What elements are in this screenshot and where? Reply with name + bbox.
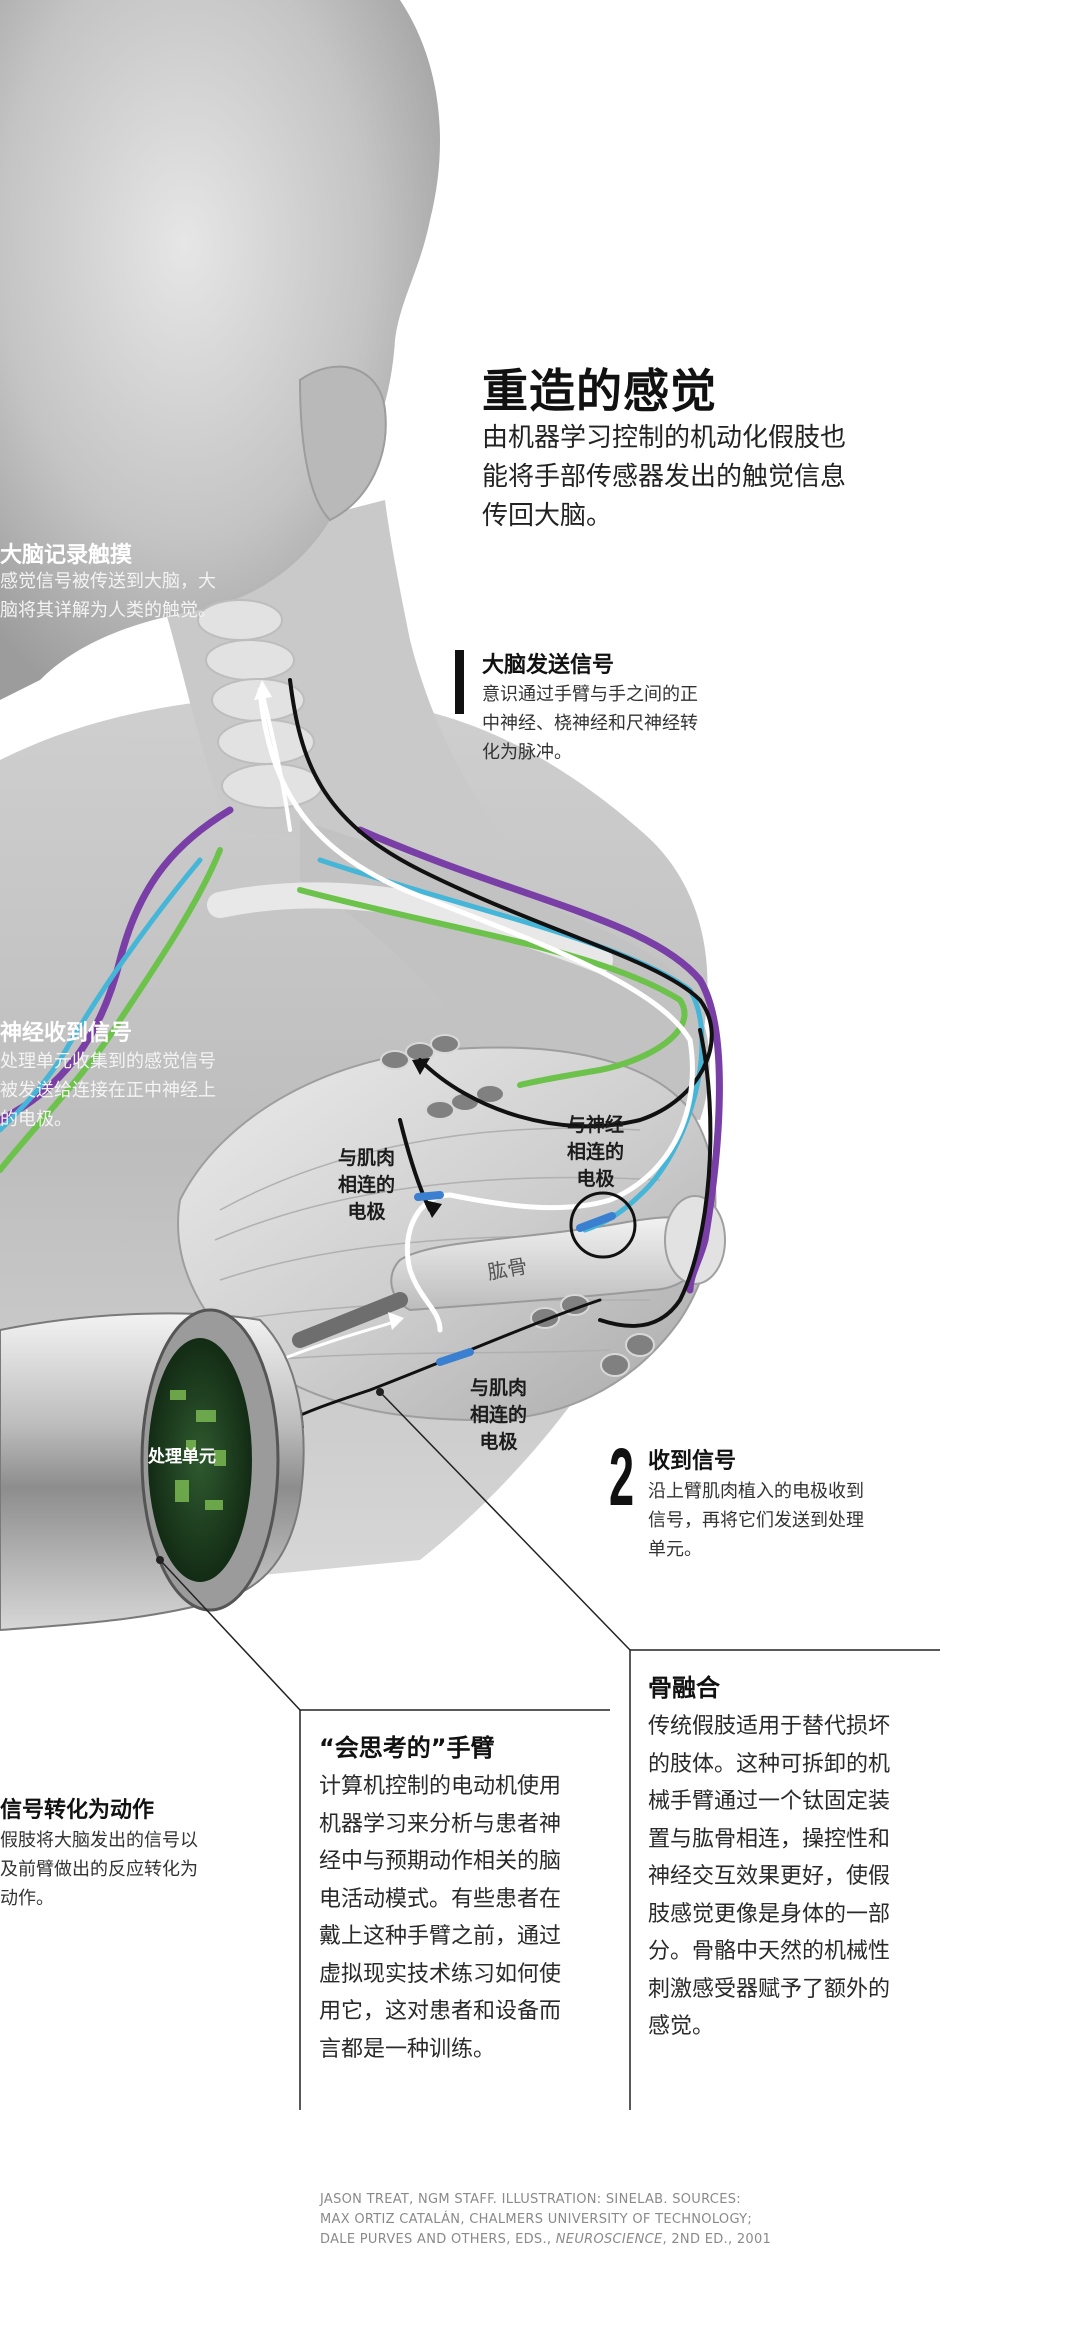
- box-arm-body: 计算机控制的电动机使用 机器学习来分析与患者神 经中与预期动作相关的脑 电活动模…: [319, 1768, 561, 2068]
- credit-line: MAX ORTIZ CATALÁN, CHALMERS UNIVERSITY O…: [320, 2210, 771, 2230]
- note-line: 假肢将大脑发出的信号以: [0, 1826, 198, 1855]
- box-line: 肢感觉更像是身体的一部: [648, 1896, 890, 1934]
- step1-line: 意识通过手臂与手之间的正: [482, 680, 698, 709]
- box-arm-heading: “会思考的”手臂: [319, 1728, 495, 1763]
- step1-line: 中神经、桡神经和尺神经转: [482, 709, 698, 738]
- label-line: 相连的: [338, 1172, 395, 1199]
- label-muscle-electrode-bottom: 与肌肉 相连的 电极: [470, 1375, 527, 1456]
- step2-line: 单元。: [648, 1535, 864, 1564]
- note-line: 脑将其详解为人类的触觉。: [0, 596, 216, 625]
- credit-book-title: NEUROSCIENCE: [556, 2232, 663, 2247]
- note-action-body: 假肢将大脑发出的信号以 及前臂做出的反应转化为 动作。: [0, 1826, 198, 1913]
- note-nerve-heading: 神经收到信号: [0, 1015, 132, 1047]
- box-line: 神经交互效果更好，使假: [648, 1858, 890, 1896]
- box-line: 戴上这种手臂之前，通过: [319, 1918, 561, 1956]
- step2-number: 2: [609, 1437, 634, 1519]
- label-line: 与肌肉: [338, 1145, 395, 1172]
- box-bone-body: 传统假肢适用于替代损坏 的肢体。这种可拆卸的机 械手臂通过一个钛固定装 置与肱骨…: [648, 1708, 890, 2046]
- note-line: 的电极。: [0, 1105, 216, 1134]
- label-line: 与肌肉: [470, 1375, 527, 1402]
- note-nerve-body: 处理单元收集到的感觉信号 被发送给连接在正中神经上 的电极。: [0, 1047, 216, 1134]
- label-line: 电极: [567, 1166, 624, 1193]
- note-brain-body: 感觉信号被传送到大脑，大 脑将其详解为人类的触觉。: [0, 567, 216, 625]
- note-action-heading: 信号转化为动作: [0, 1792, 154, 1824]
- box-line: 用它，这对患者和设备而: [319, 1993, 561, 2031]
- subtitle-line: 能将手部传感器发出的触觉信息: [482, 458, 846, 497]
- label-line: 相连的: [470, 1402, 527, 1429]
- step2-line: 信号，再将它们发送到处理: [648, 1506, 864, 1535]
- box-line: 电活动模式。有些患者在: [319, 1881, 561, 1919]
- box-line: 感觉。: [648, 2008, 890, 2046]
- label-line: 电极: [338, 1199, 395, 1226]
- step2-heading: 收到信号: [648, 1443, 736, 1475]
- box-line: 计算机控制的电动机使用: [319, 1768, 561, 1806]
- step2-body: 沿上臂肌肉植入的电极收到 信号，再将它们发送到处理 单元。: [648, 1477, 864, 1564]
- step1-heading: 大脑发送信号: [482, 647, 614, 679]
- box-line: 械手臂通过一个钛固定装: [648, 1783, 890, 1821]
- note-line: 感觉信号被传送到大脑，大: [0, 567, 216, 596]
- note-line: 被发送给连接在正中神经上: [0, 1076, 216, 1105]
- box-bone-heading: 骨融合: [648, 1668, 720, 1703]
- credit-line: DALE PURVES AND OTHERS, EDS., NEUROSCIEN…: [320, 2230, 771, 2250]
- page-subtitle: 由机器学习控制的机动化假肢也 能将手部传感器发出的触觉信息 传回大脑。: [482, 419, 846, 536]
- label-line: 与神经: [567, 1112, 624, 1139]
- step2-line: 沿上臂肌肉植入的电极收到: [648, 1477, 864, 1506]
- page-title: 重造的感觉: [482, 355, 717, 421]
- box-line: 的肢体。这种可拆卸的机: [648, 1746, 890, 1784]
- subtitle-line: 由机器学习控制的机动化假肢也: [482, 419, 846, 458]
- note-line: 及前臂做出的反应转化为: [0, 1855, 198, 1884]
- box-line: 机器学习来分析与患者神: [319, 1806, 561, 1844]
- credit-line: JASON TREAT, NGM STAFF. ILLUSTRATION: SI…: [320, 2190, 771, 2210]
- credit-text: DALE PURVES AND OTHERS, EDS.,: [320, 2232, 556, 2247]
- label-processing-unit: 处理单元: [148, 1442, 216, 1467]
- subtitle-line: 传回大脑。: [482, 497, 846, 536]
- credits: JASON TREAT, NGM STAFF. ILLUSTRATION: SI…: [320, 2190, 771, 2250]
- note-brain-heading: 大脑记录触摸: [0, 537, 132, 569]
- note-line: 处理单元收集到的感觉信号: [0, 1047, 216, 1076]
- label-nerve-electrode: 与神经 相连的 电极: [567, 1112, 624, 1193]
- label-line: 电极: [470, 1429, 527, 1456]
- label-muscle-electrode-top: 与肌肉 相连的 电极: [338, 1145, 395, 1226]
- box-line: 虚拟现实技术练习如何使: [319, 1956, 561, 1994]
- box-line: 言都是一种训练。: [319, 2031, 561, 2069]
- box-line: 分。骨骼中天然的机械性: [648, 1933, 890, 1971]
- step1-bar: [455, 650, 464, 714]
- note-line: 动作。: [0, 1884, 198, 1913]
- credit-text: , 2ND ED., 2001: [663, 2232, 772, 2247]
- box-line: 经中与预期动作相关的脑: [319, 1843, 561, 1881]
- label-line: 相连的: [567, 1139, 624, 1166]
- step1-line: 化为脉冲。: [482, 738, 698, 767]
- step1-body: 意识通过手臂与手之间的正 中神经、桡神经和尺神经转 化为脉冲。: [482, 680, 698, 767]
- box-line: 置与肱骨相连，操控性和: [648, 1821, 890, 1859]
- box-line: 刺激感受器赋予了额外的: [648, 1971, 890, 2009]
- box-line: 传统假肢适用于替代损坏: [648, 1708, 890, 1746]
